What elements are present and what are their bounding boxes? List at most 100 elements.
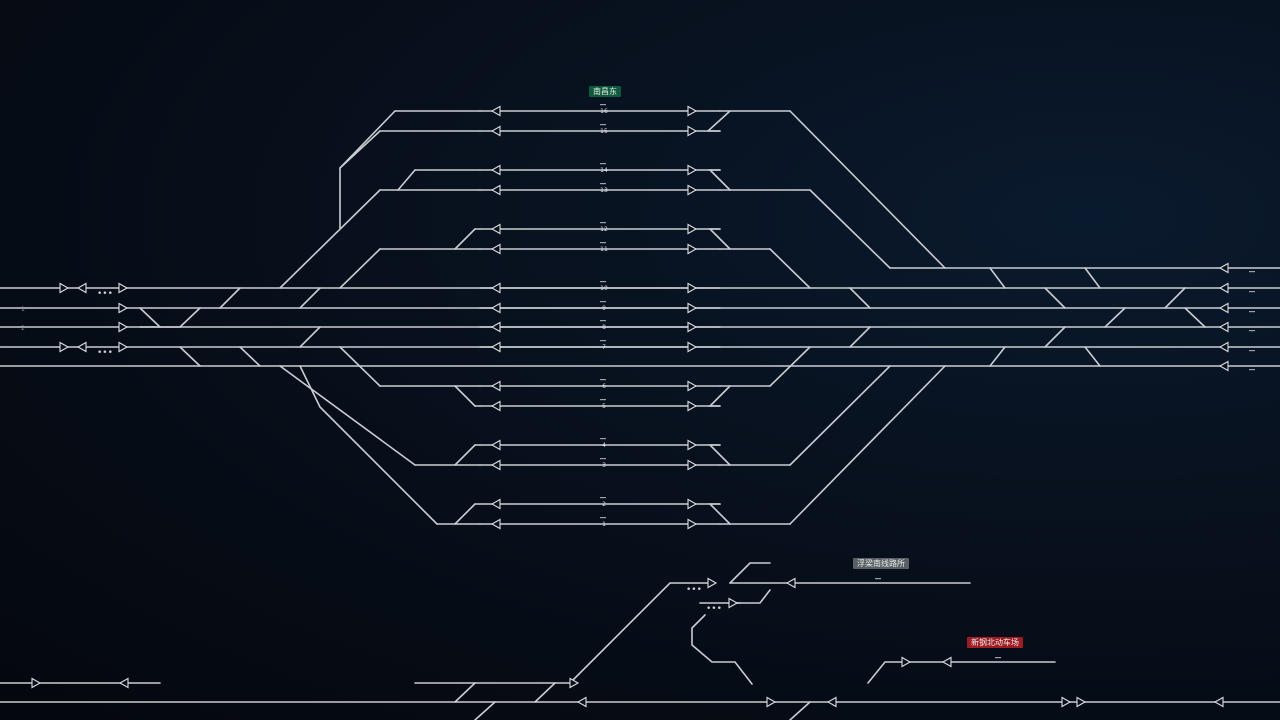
signal-east-13[interactable] [687, 184, 698, 196]
track-segment [299, 365, 438, 525]
platform-marker-6 [600, 379, 606, 381]
signal-west-2[interactable] [490, 498, 501, 510]
station-label-depot-a[interactable]: 浮梁南线路所 [853, 558, 909, 569]
track-segment [789, 110, 946, 269]
depot-signal-3[interactable] [728, 597, 739, 609]
entry-signal-east-5[interactable] [1218, 360, 1229, 372]
entry-signal-w8[interactable] [118, 341, 129, 353]
crossover-east-3 [1044, 287, 1066, 309]
signal-east-8[interactable] [687, 321, 698, 333]
track-segment [474, 701, 496, 720]
signal-west-16[interactable] [490, 105, 501, 117]
signal-east-4[interactable] [687, 439, 698, 451]
entry-marker-east-3 [1249, 330, 1255, 332]
track-segment [339, 110, 396, 229]
depot-marker-a [875, 578, 881, 580]
platform-number-7: 7 [602, 344, 606, 351]
platform-number-5: 5 [602, 403, 606, 410]
entry-signal-w2[interactable] [76, 282, 87, 294]
depot-marker-b [995, 657, 1001, 659]
track-segment [454, 503, 476, 525]
platform-marker-14 [600, 163, 606, 165]
station-label-depot-b[interactable]: 新钢北动车场 [967, 637, 1023, 648]
track-segment [454, 682, 476, 703]
signal-east-14[interactable] [687, 164, 698, 176]
platform-marker-9 [600, 301, 606, 303]
depot-signal-1[interactable] [707, 577, 718, 589]
platform-number-14: 14 [600, 167, 608, 174]
platform-number-11: 11 [600, 246, 608, 253]
crossover-east-8 [989, 346, 1006, 367]
track-segment [339, 130, 381, 169]
signal-west-7[interactable] [490, 341, 501, 353]
entry-number-2: 2 [21, 325, 25, 332]
signal-west-5[interactable] [490, 400, 501, 412]
signal-west-6[interactable] [490, 380, 501, 392]
depot-link [569, 582, 711, 684]
signal-east-9[interactable] [687, 302, 698, 314]
entry-signal-w6[interactable] [59, 341, 70, 353]
signal-west-10[interactable] [490, 282, 501, 294]
entry-signal-w3[interactable] [118, 282, 129, 294]
track-segment [729, 589, 771, 604]
signal-east-15[interactable] [687, 125, 698, 137]
signal-west-12[interactable] [490, 223, 501, 235]
signal-east-16[interactable] [687, 105, 698, 117]
entry-signal-w7[interactable] [76, 341, 87, 353]
signal-west-3[interactable] [490, 459, 501, 471]
track-segment [339, 248, 381, 289]
crossover-east-1 [849, 326, 871, 348]
signal-west-14[interactable] [490, 164, 501, 176]
signal-east-2[interactable] [687, 498, 698, 510]
signal-west-15[interactable] [490, 125, 501, 137]
signal-east-7[interactable] [687, 341, 698, 353]
signal-west-9[interactable] [490, 302, 501, 314]
platform-number-4: 4 [602, 442, 606, 449]
bottom-signal-1[interactable] [31, 677, 42, 689]
depot-signal-5[interactable] [941, 656, 952, 668]
signal-west-1[interactable] [490, 518, 501, 530]
depot-more-2: ••• [706, 604, 722, 614]
track-segment [708, 169, 731, 191]
crossover-east-2 [989, 267, 1006, 289]
entry-signal-w5[interactable] [118, 321, 129, 333]
crossover-west-4 [179, 346, 201, 367]
signal-west-8[interactable] [490, 321, 501, 333]
entry-signal-w4[interactable] [118, 302, 129, 314]
bottom-signal-6[interactable] [826, 696, 837, 708]
bottom-signal-3[interactable] [569, 677, 580, 689]
entry-signal-w1[interactable] [59, 282, 70, 294]
platform-number-10: 10 [600, 285, 608, 292]
signal-east-10[interactable] [687, 282, 698, 294]
entry-marker-east-0 [1249, 271, 1255, 273]
depot-signal-4[interactable] [901, 656, 912, 668]
signal-east-12[interactable] [687, 223, 698, 235]
depot-signal-2[interactable] [785, 577, 796, 589]
signal-east-5[interactable] [687, 400, 698, 412]
entry-signal-east-4[interactable] [1218, 341, 1229, 353]
track-segment [769, 346, 811, 387]
entry-signal-east-1[interactable] [1218, 282, 1229, 294]
signal-east-6[interactable] [687, 380, 698, 392]
entry-signal-east-3[interactable] [1218, 321, 1229, 333]
track-segment [691, 614, 753, 685]
crossover-east-6 [1164, 287, 1186, 309]
signal-east-3[interactable] [687, 459, 698, 471]
bottom-signal-5[interactable] [766, 696, 777, 708]
signal-west-13[interactable] [490, 184, 501, 196]
signal-east-11[interactable] [687, 243, 698, 255]
bottom-signal-4[interactable] [576, 696, 587, 708]
bottom-signal-7[interactable] [1061, 696, 1072, 708]
entry-signal-east-2[interactable] [1218, 302, 1229, 314]
bottom-signal-8[interactable] [1076, 696, 1087, 708]
signal-east-1[interactable] [687, 518, 698, 530]
signal-west-4[interactable] [490, 439, 501, 451]
entry-signal-east-0[interactable] [1218, 262, 1229, 274]
bottom-signal-2[interactable] [118, 677, 129, 689]
bottom-signal-9[interactable] [1213, 696, 1224, 708]
platform-number-2: 2 [602, 501, 606, 508]
platform-number-9: 9 [602, 305, 606, 312]
signal-west-11[interactable] [490, 243, 501, 255]
station-label-main[interactable]: 南昌东 [589, 86, 621, 97]
